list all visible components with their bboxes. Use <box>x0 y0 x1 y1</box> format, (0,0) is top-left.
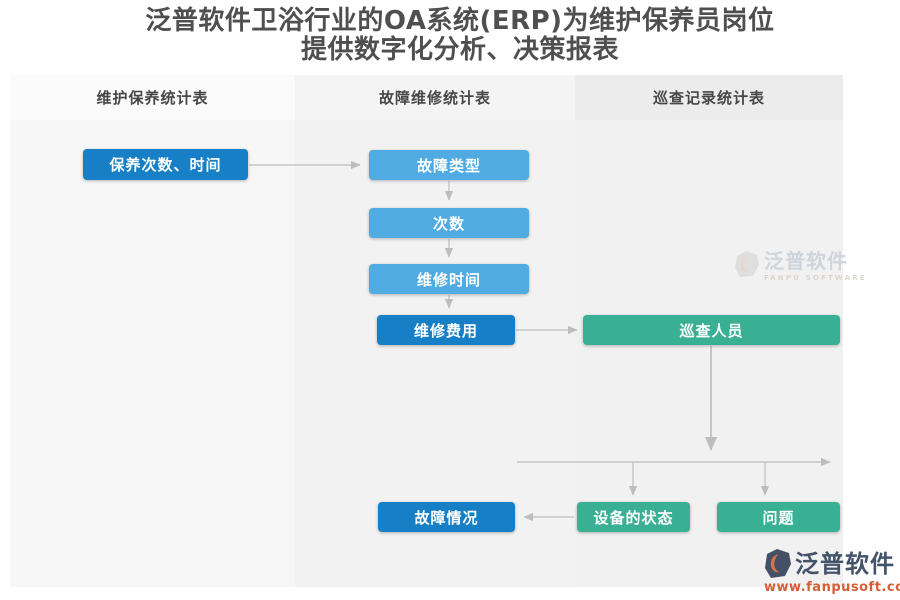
column-header-maintenance: 维护保养统计表 <box>10 75 295 120</box>
node-repair-time: 维修时间 <box>369 264 529 294</box>
column-maintenance: 维护保养统计表 <box>10 75 295 587</box>
column-header-inspection: 巡查记录统计表 <box>575 75 843 120</box>
node-fault-type: 故障类型 <box>369 150 529 180</box>
node-issues: 问题 <box>717 502 840 532</box>
node-equipment-status: 设备的状态 <box>577 502 690 532</box>
watermark-text: 泛普软件 <box>764 249 848 273</box>
column-body-maintenance <box>10 120 295 587</box>
footer-logo-url: www.fanpusoft.com <box>764 580 900 595</box>
page-title-line1: 泛普软件卫浴行业的OA系统(ERP)为维护保养员岗位 <box>145 6 775 36</box>
node-inspector: 巡查人员 <box>583 315 840 345</box>
watermark-subtext: FANPU SOFTWARE <box>764 274 867 282</box>
column-header-fault-repair: 故障维修统计表 <box>295 75 575 120</box>
watermark-logo-icon <box>735 251 759 277</box>
footer-logo: 泛普软件 www.fanpusoft.com <box>764 548 900 595</box>
node-count: 次数 <box>369 208 529 238</box>
node-fault-status: 故障情况 <box>378 502 515 532</box>
page-title: 泛普软件卫浴行业的OA系统(ERP)为维护保养员岗位 提供数字化分析、决策报表 <box>0 7 900 65</box>
footer-logo-icon <box>765 549 791 578</box>
page-title-line2: 提供数字化分析、决策报表 <box>300 35 619 65</box>
node-repair-cost: 维修费用 <box>377 315 515 345</box>
footer-logo-text: 泛普软件 <box>795 549 895 578</box>
watermark-logo: 泛普软件 FANPU SOFTWARE <box>734 250 867 282</box>
node-maintenance-count-time: 保养次数、时间 <box>83 149 248 180</box>
